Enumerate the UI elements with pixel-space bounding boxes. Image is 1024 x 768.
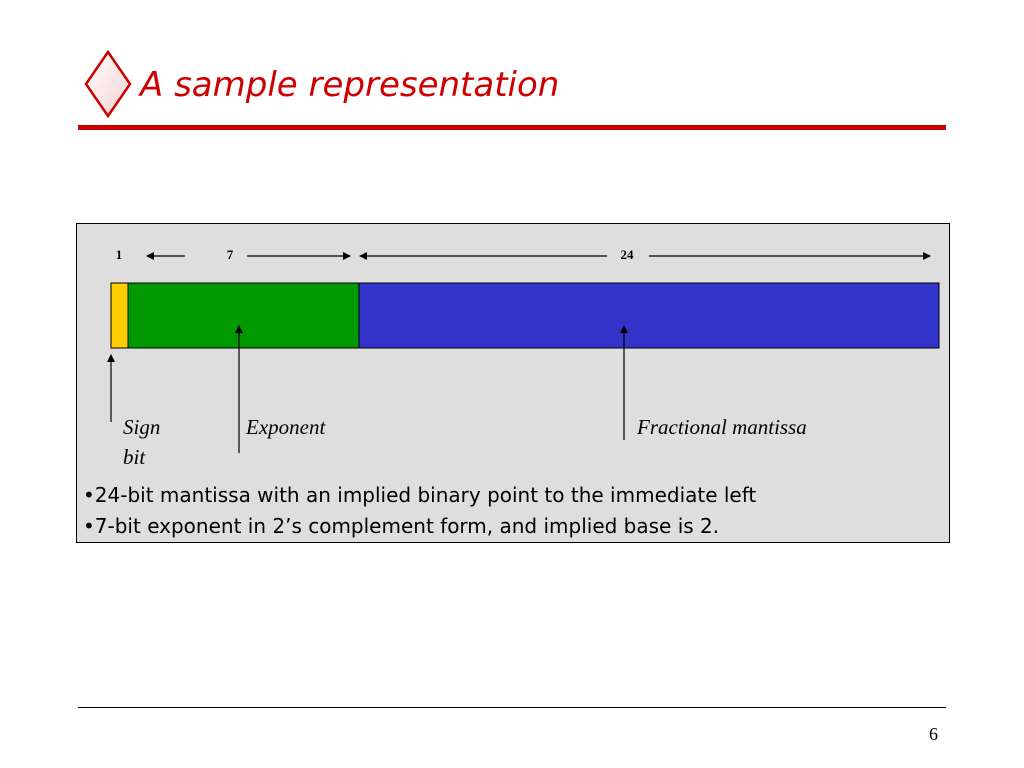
diamond-logo-icon xyxy=(84,50,132,118)
bullet-list: •24-bit mantissa with an implied binary … xyxy=(83,480,756,542)
bit-layout-diagram: 1 7 24 xyxy=(107,247,940,453)
footer-rule xyxy=(78,707,946,708)
slide-title: A sample representation xyxy=(140,65,560,105)
mantissa-label: Fractional mantissa xyxy=(637,415,807,439)
title-underline xyxy=(78,125,946,130)
mantissa-width-label: 24 xyxy=(621,247,635,262)
exponent-width-label: 7 xyxy=(227,247,234,262)
bullet-item: •7-bit exponent in 2’s complement form, … xyxy=(83,514,720,538)
exponent-field xyxy=(127,282,360,349)
exponent-label: Exponent xyxy=(246,415,326,439)
sign-bit-field xyxy=(110,282,129,349)
sign-width-label: 1 xyxy=(116,247,123,262)
bullet-item: •24-bit mantissa with an implied binary … xyxy=(83,483,757,507)
sign-bit-label: Sign bit xyxy=(123,415,161,469)
page-number: 6 xyxy=(929,724,938,744)
mantissa-field xyxy=(358,282,940,349)
diagram-panel: 1 7 24 Sign bit Exponent Fractional mant… xyxy=(76,223,950,543)
